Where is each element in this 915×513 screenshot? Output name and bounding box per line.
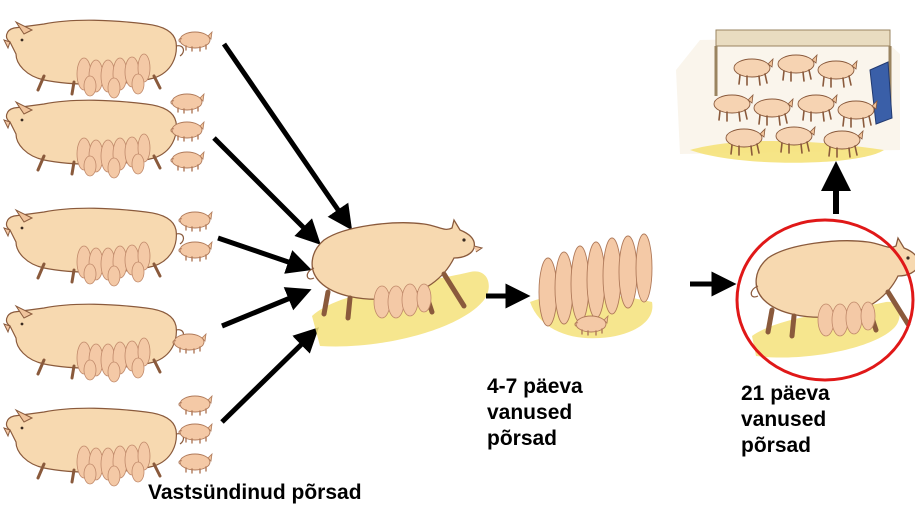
- caption-line: põrsad: [741, 433, 830, 459]
- nursing-sow-illustration: [4, 408, 183, 486]
- caption-line: 4-7 päeva: [487, 374, 583, 400]
- newborn-piglets-group: [171, 32, 212, 473]
- caption-newborn-piglets: Vastsündinud põrsad: [148, 480, 362, 506]
- piglet-illustration: [171, 122, 204, 141]
- piglet-illustration: [179, 242, 212, 261]
- caption-21-day-piglets: 21 päeva vanused põrsad: [741, 381, 830, 459]
- caption-line: vanused: [741, 407, 830, 433]
- piglet-illustration: [179, 212, 212, 231]
- piglet-group-4-7-days: [530, 234, 652, 338]
- arrow-to-foster-sow: [218, 238, 300, 266]
- caption-4-7-day-piglets: 4-7 päeva vanused põrsad: [487, 374, 583, 452]
- weaning-pen: [676, 30, 900, 163]
- piglet-illustration: [173, 334, 206, 353]
- nursing-sow-illustration: [4, 304, 183, 382]
- piglet-illustration: [179, 32, 212, 51]
- piglet-illustration: [171, 152, 204, 171]
- arrow-to-foster-sow: [222, 336, 310, 422]
- nursing-sow-illustration: [4, 100, 183, 178]
- caption-line: põrsad: [487, 426, 583, 452]
- caption-line: vanused: [487, 400, 583, 426]
- piglet-illustration: [171, 94, 204, 113]
- nursing-sow-illustration: [4, 208, 183, 286]
- nursing-sows-group: [4, 20, 183, 486]
- nursing-sow-illustration: [4, 20, 183, 98]
- arrow-to-foster-sow: [222, 294, 300, 326]
- piglet-illustration: [179, 396, 212, 415]
- sow-21-days: [737, 220, 915, 380]
- foster-sow: [307, 220, 489, 347]
- arrow-to-foster-sow: [224, 44, 345, 220]
- pen-wall: [716, 30, 890, 46]
- piglet-illustration: [179, 454, 212, 473]
- converging-arrows: [214, 44, 345, 422]
- caption-line: 21 päeva: [741, 381, 830, 407]
